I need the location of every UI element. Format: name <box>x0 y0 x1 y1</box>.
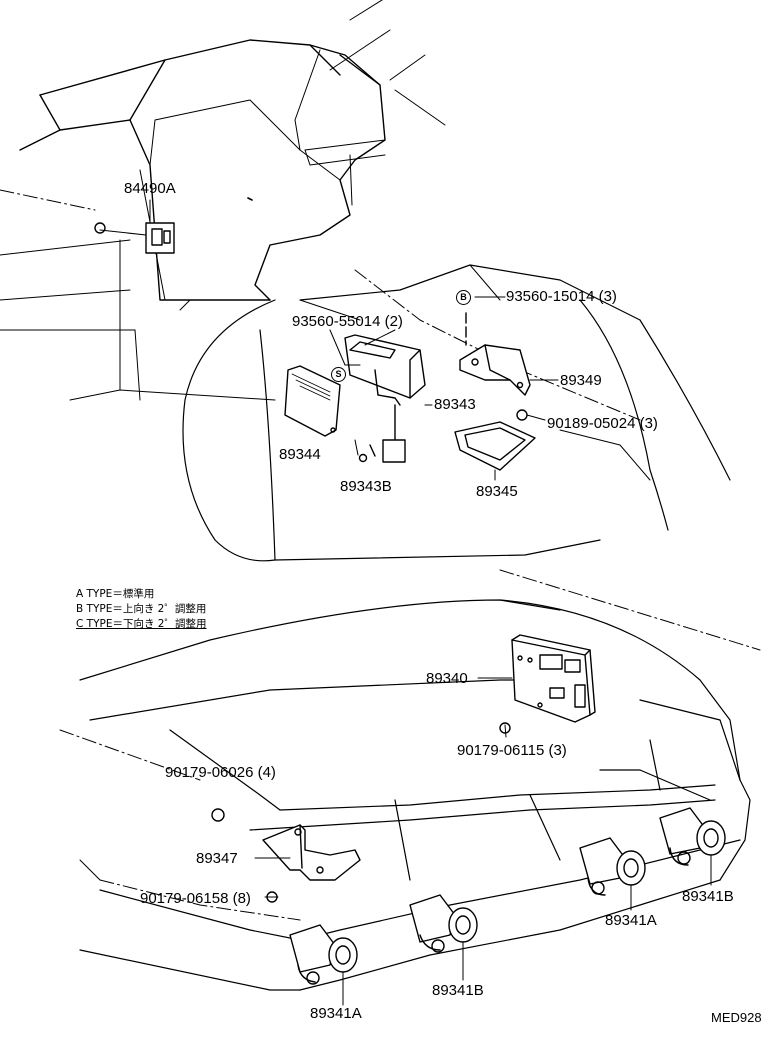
bracket-89349 <box>459 312 559 396</box>
label-93560-55014: 93560-55014 (2) <box>292 313 403 330</box>
label-89341B-mid: 89341B <box>432 982 484 999</box>
label-89345: 89345 <box>476 483 518 500</box>
dashboard-outline <box>0 0 446 401</box>
legend-line-a: A TYPE＝標準用 <box>76 588 155 600</box>
sensor-89341B-mid <box>409 894 478 981</box>
label-90179-06158: 90179-06158 (8) <box>140 890 251 907</box>
label-89341B-right: 89341B <box>682 888 734 905</box>
label-89343: 89343 <box>434 396 476 413</box>
sensor-89341A-left <box>289 924 358 1006</box>
module-89340 <box>477 634 596 738</box>
plate-89345 <box>454 409 546 471</box>
legend-line-b: B TYPE＝上向き 2゜調整用 <box>76 603 207 615</box>
cover-89344 <box>284 365 376 463</box>
bracket-89347 <box>211 808 361 903</box>
label-93560-15014: 93560-15014 (3) <box>506 288 617 305</box>
label-89340: 89340 <box>426 670 468 687</box>
label-89341A-right: 89341A <box>605 912 657 929</box>
diagram-code: MED928 <box>711 1010 762 1025</box>
module-89343 <box>329 329 433 463</box>
label-90179-06115: 90179-06115 (3) <box>457 742 567 759</box>
sensor-89341A-right <box>579 837 646 911</box>
label-90179-06026: 90179-06026 (4) <box>165 764 276 781</box>
marker-s: S <box>331 367 346 382</box>
label-84490A: 84490A <box>124 180 176 197</box>
leader-lines <box>354 296 506 481</box>
label-90189-05024: 90189-05024 (3) <box>547 415 658 432</box>
label-89341A-left: 89341A <box>310 1005 362 1022</box>
marker-b: B <box>456 290 471 305</box>
label-89343B: 89343B <box>340 478 392 495</box>
rear-body-outline <box>59 569 761 991</box>
legend-line-c: C TYPE＝下向き 2゜調整用 <box>76 618 207 630</box>
label-89344: 89344 <box>279 446 321 463</box>
type-legend: A TYPE＝標準用 B TYPE＝上向き 2゜調整用 C TYPE＝下向き 2… <box>76 587 206 632</box>
label-89347: 89347 <box>196 850 238 867</box>
seat-outline <box>182 264 731 562</box>
sensor-89341B-right <box>659 807 726 886</box>
switch-84490A <box>94 199 175 254</box>
label-89349: 89349 <box>560 372 602 389</box>
